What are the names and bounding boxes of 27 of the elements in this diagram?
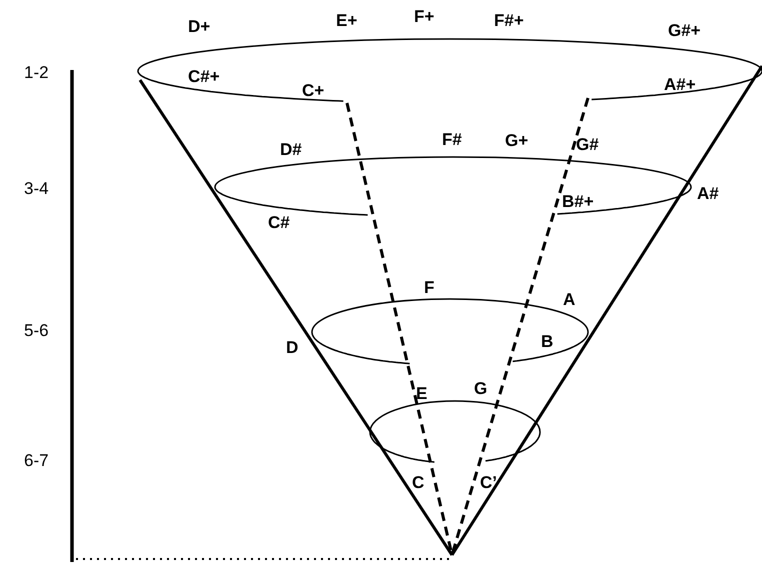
- note-label: C#+: [188, 68, 220, 85]
- note-label: D: [286, 339, 298, 356]
- note-label: A#+: [664, 76, 696, 93]
- note-label: B: [541, 333, 554, 350]
- note-label: G#: [576, 136, 599, 153]
- note-label: C#: [268, 214, 290, 231]
- level-label: 3-4: [24, 180, 49, 197]
- note-label: D#: [280, 141, 302, 158]
- note-label: G#+: [668, 22, 701, 39]
- note-label: A#: [697, 185, 719, 202]
- note-label: D+: [188, 18, 210, 35]
- note-label: G+: [505, 132, 528, 149]
- note-label: B#+: [562, 193, 594, 210]
- level-label: 5-6: [24, 322, 49, 339]
- note-label: G: [474, 380, 488, 397]
- note-label: C: [412, 474, 424, 491]
- level-label: 6-7: [24, 452, 49, 469]
- note-label: F: [424, 279, 434, 296]
- note-label: F+: [414, 8, 434, 25]
- level-label: 1-2: [24, 64, 49, 81]
- note-label: A: [563, 291, 576, 308]
- note-label: F#+: [494, 12, 524, 29]
- note-label: E: [416, 385, 428, 402]
- note-label: C’: [480, 474, 497, 491]
- note-label: F#: [442, 131, 462, 148]
- note-label: C+: [302, 82, 324, 99]
- note-label: E+: [336, 12, 358, 29]
